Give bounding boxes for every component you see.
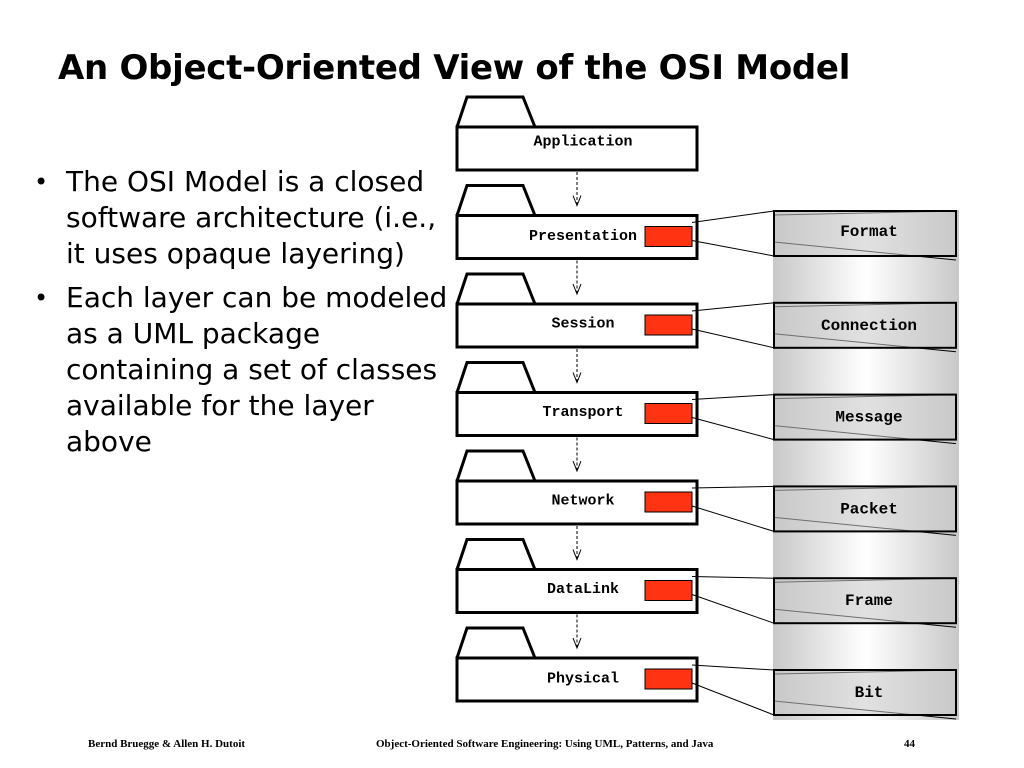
footer-page-number: 44 bbox=[904, 738, 915, 750]
package-tab bbox=[455, 626, 537, 659]
class-marker bbox=[644, 668, 693, 690]
class-box bbox=[773, 485, 957, 533]
package-datalink: DataLink bbox=[455, 538, 699, 614]
package-presentation: Presentation bbox=[455, 184, 699, 260]
bullet-item: • Each layer can be modeled as a UML pac… bbox=[32, 280, 452, 460]
class-format: Format bbox=[691, 210, 957, 261]
bullet-text: Each layer can be modeled as a UML packa… bbox=[66, 281, 448, 458]
class-panel-background bbox=[773, 210, 959, 720]
bullet-icon: • bbox=[34, 168, 49, 196]
layers-group: ApplicationPresentationSessionTransportN… bbox=[455, 95, 699, 703]
package-tab bbox=[455, 95, 537, 128]
bullet-text: The OSI Model is a closed software archi… bbox=[66, 165, 437, 270]
package-tab bbox=[455, 184, 537, 217]
class-packet: Packet bbox=[691, 485, 957, 536]
slide-title: An Object-Oriented View of the OSI Model bbox=[58, 48, 851, 88]
class-label: Format bbox=[840, 223, 898, 241]
dependency-arrow bbox=[572, 172, 582, 207]
class-box bbox=[773, 577, 957, 625]
package-tab bbox=[455, 272, 537, 305]
class-box bbox=[773, 393, 957, 441]
bullet-item: • The OSI Model is a closed software arc… bbox=[32, 164, 452, 272]
class-box bbox=[773, 301, 957, 349]
footer-book-title: Object-Oriented Software Engineering: Us… bbox=[376, 738, 714, 750]
dependency-arrow bbox=[572, 260, 582, 296]
package-physical: Physical bbox=[455, 626, 699, 703]
class-frame: Frame bbox=[691, 576, 957, 628]
package-tab bbox=[455, 538, 537, 571]
package-tab bbox=[455, 449, 537, 482]
bullet-icon: • bbox=[34, 284, 49, 312]
package-label: Presentation bbox=[529, 228, 637, 245]
dependency-arrow bbox=[572, 349, 582, 384]
class-marker bbox=[644, 580, 693, 601]
package-application: Application bbox=[455, 95, 699, 172]
package-label: Physical bbox=[547, 671, 619, 688]
class-label: Packet bbox=[840, 500, 898, 518]
package-label: Application bbox=[533, 134, 632, 151]
package-body bbox=[455, 391, 699, 437]
package-label: Session bbox=[551, 316, 614, 333]
class-message: Message bbox=[691, 393, 957, 445]
package-label: Transport bbox=[542, 404, 623, 421]
class-marker bbox=[644, 403, 693, 424]
dependency-arrow bbox=[572, 526, 582, 561]
footer-authors: Bernd Bruegge & Allen H. Dutoit bbox=[88, 738, 246, 750]
class-connection: Connection bbox=[691, 301, 957, 353]
class-marker bbox=[644, 226, 693, 247]
package-session: Session bbox=[455, 272, 699, 349]
package-tab bbox=[455, 361, 537, 394]
class-box bbox=[773, 210, 957, 257]
class-bit: Bit bbox=[691, 664, 957, 720]
class-marker bbox=[644, 314, 693, 336]
package-label: Network bbox=[551, 493, 614, 510]
dependency-arrow bbox=[572, 614, 582, 650]
package-network: Network bbox=[455, 449, 699, 526]
class-marker bbox=[644, 491, 693, 513]
package-body bbox=[455, 125, 699, 172]
class-label: Message bbox=[835, 409, 902, 427]
class-label: Frame bbox=[845, 592, 893, 610]
dependency-arrow bbox=[572, 437, 582, 473]
class-label: Connection bbox=[821, 317, 917, 335]
package-transport: Transport bbox=[455, 361, 699, 437]
class-label: Bit bbox=[855, 684, 884, 702]
package-label: DataLink bbox=[547, 581, 619, 598]
class-box bbox=[773, 669, 957, 716]
bullet-list: • The OSI Model is a closed software arc… bbox=[32, 164, 452, 468]
